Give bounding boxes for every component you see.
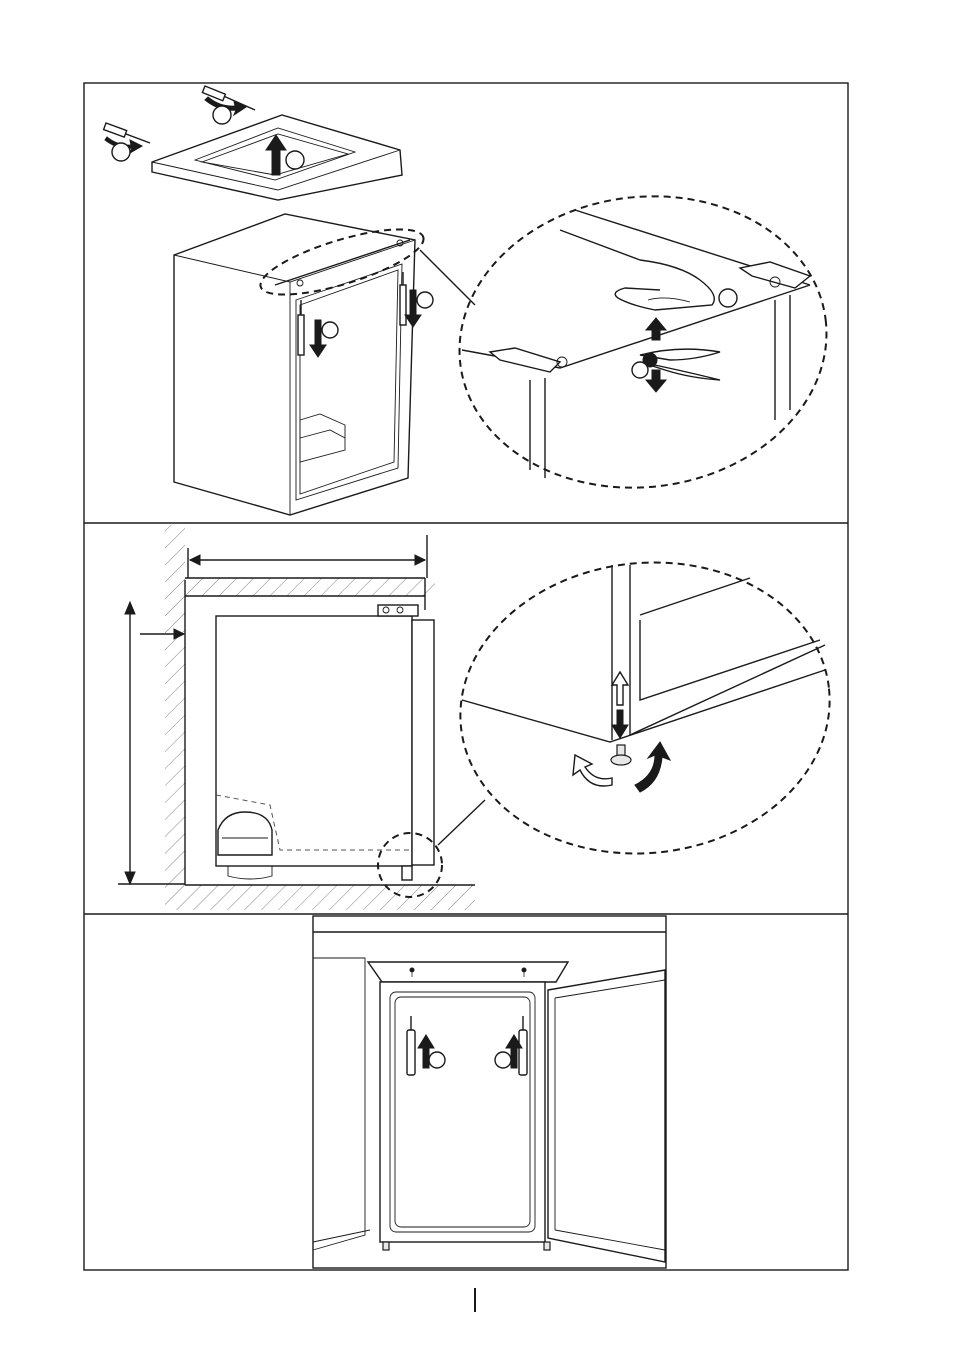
panel-fix-to-worktop — [313, 916, 666, 1268]
fridge-side-view — [216, 605, 434, 880]
floor-hatch — [165, 885, 475, 910]
detail-foot-adjust — [446, 544, 844, 871]
fridge-body — [174, 214, 415, 515]
wall-hatch — [165, 525, 185, 885]
fridge-front — [380, 982, 545, 1242]
open-door — [548, 970, 665, 1262]
worktop-hatch — [185, 578, 435, 596]
panel-remove-top — [104, 86, 844, 515]
screwdriver-icon — [202, 86, 255, 124]
panel-level-feet — [118, 525, 844, 910]
adjustable-foot-icon — [611, 745, 631, 765]
detail-bracket-removal — [443, 176, 844, 509]
page-marker — [474, 1288, 476, 1312]
width-dimension — [188, 535, 427, 578]
screwdriver-icon — [104, 123, 150, 161]
